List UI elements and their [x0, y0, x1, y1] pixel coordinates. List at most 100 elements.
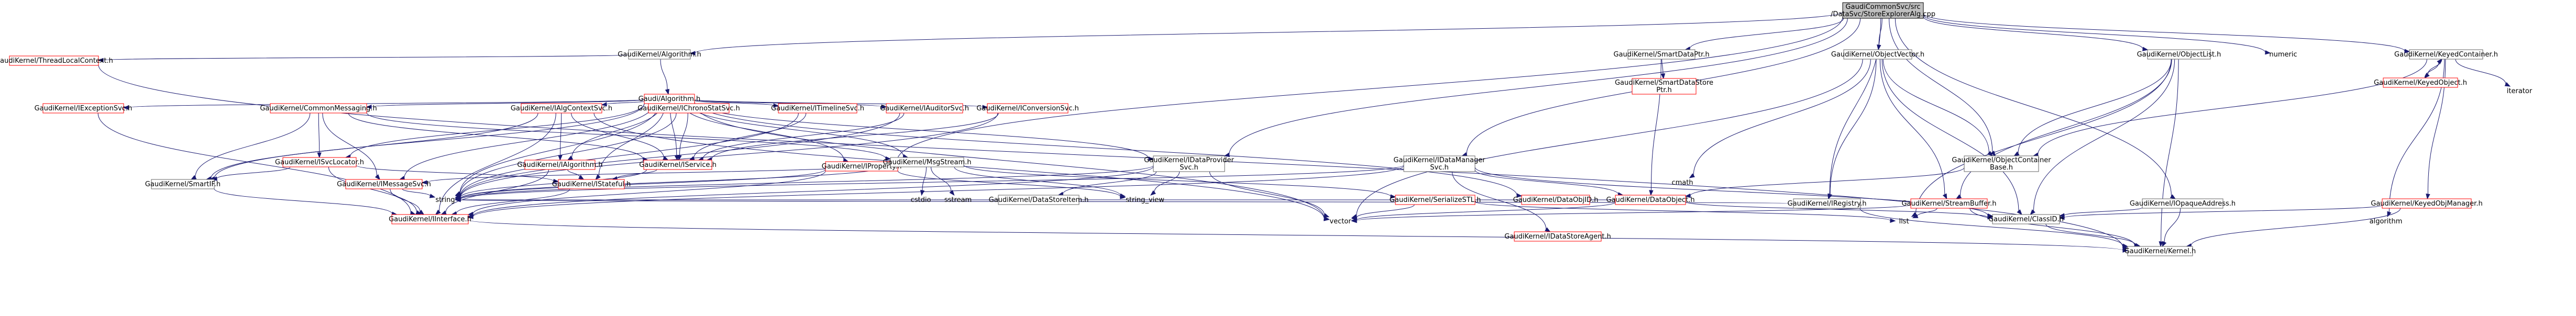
node-label: GaudiKernel/ITimelineSvc.h — [771, 105, 864, 112]
node-label: GaudiKernel/ThreadLocalContext.h — [0, 57, 113, 65]
node-objectvector-h[interactable]: GaudiKernel/ObjectVector.h — [1831, 49, 1924, 60]
edge-iconversionsvc_h-to-iservice_h — [706, 112, 999, 162]
node-iinterface-h[interactable]: GaudiKernel/IInterface.h — [389, 214, 471, 224]
edge-imessagesvc_h-to-string — [402, 188, 436, 198]
node-iexceptionsvc-h[interactable]: GaudiKernel/IExceptionSvc.h — [35, 103, 133, 114]
node-imessagesvc-h[interactable]: GaudiKernel/IMessageSvc.h — [337, 179, 431, 189]
node-classid-h[interactable]: GaudiKernel/ClassID.h — [1988, 214, 2064, 224]
edge-objectvector_h-to-objectcontainerbase_h — [1883, 59, 1994, 156]
node-label: Svc.h — [1180, 164, 1198, 172]
node-label: GaudiKernel/ObjectContainer — [1952, 156, 2051, 164]
edge-keyedcontainer_h-to-iterator — [2455, 59, 2511, 87]
edge-iproperty_h-to-string — [455, 169, 826, 201]
node-label: GaudiKernel/DataObjID.h — [1513, 196, 1599, 204]
node-keyedobject-h[interactable]: GaudiKernel/KeyedObject.h — [2374, 77, 2467, 88]
node-label: list — [1899, 218, 1909, 225]
node-label: GaudiKernel/IStateful.h — [552, 180, 631, 188]
node-label: GaudiKernel/SmartDataPtr.h — [1613, 51, 1709, 59]
node-label: GaudiKernel/Kernel.h — [2124, 247, 2196, 255]
edge-commonmessaging_h-to-msgstream_h — [366, 112, 891, 161]
node-idatastoreagent-h[interactable]: GaudiKernel/IDataStoreAgent.h — [1504, 231, 1611, 242]
node-iconversionsvc-h[interactable]: GaudiKernel/IConversionSvc.h — [976, 103, 1079, 114]
node-label: GaudiKernel/ObjectList.h — [2137, 51, 2221, 59]
node-label: GaudiKernel/KeyedObject.h — [2374, 79, 2467, 87]
edge-commonmessaging_h-to-isvclocator_h — [317, 112, 322, 159]
node-msgstream-h[interactable]: GaudiKernel/MsgStream.h — [883, 157, 972, 167]
edge-iproperty_h-to-string_view — [897, 170, 1126, 199]
edge-objectlist_h-to-classid_h — [2030, 59, 2175, 216]
node-streambuffer-h[interactable]: GaudiKernel/StreamBuffer.h — [1901, 198, 1997, 209]
node-iservice-h[interactable]: GaudiKernel/IService.h — [639, 160, 717, 170]
node-label: GaudiKernel/ObjectVector.h — [1831, 51, 1924, 59]
node-objectlist-h[interactable]: GaudiKernel/ObjectList.h — [2137, 49, 2221, 60]
node-galgorithm-h[interactable]: Gaudi/Algorithm.h — [639, 94, 701, 104]
node-label: GaudiKernel/IDataManager — [1393, 156, 1485, 164]
nodes-layer: GaudiCommonSvc/src/DataSvc/StoreExplorer… — [0, 2, 2533, 256]
node-istateful-h[interactable]: GaudiKernel/IStateful.h — [552, 179, 631, 189]
node-dataobjid-h[interactable]: GaudiKernel/DataObjID.h — [1513, 195, 1599, 205]
node-label: string — [435, 196, 455, 204]
node-idatastoreitem-h[interactable]: GaudiKernel/DataStoreItem.h — [989, 195, 1089, 205]
node-serializestl-h[interactable]: GaudiKernel/SerializeSTL.h — [1390, 195, 1481, 205]
node-label: cmath — [1671, 179, 1693, 187]
node-string: string — [435, 196, 455, 204]
node-iauditorsvc-h[interactable]: GaudiKernel/IAuditorSvc.h — [880, 103, 969, 114]
node-smartif-h[interactable]: GaudiKernel/SmartIF.h — [145, 179, 221, 189]
node-threadlocalcontext-h[interactable]: GaudiKernel/ThreadLocalContext.h — [0, 55, 113, 66]
node-label: GaudiKernel/IMessageSvc.h — [337, 180, 431, 188]
node-ialgorithm-h[interactable]: GaudiKernel/IAlgorithm.h — [517, 160, 603, 170]
edge-msgstream_h-to-string_view — [954, 166, 1126, 198]
edge-galgorithm_h-to-itimelinesvc_h — [694, 100, 779, 108]
node-ichronostatsvc-h[interactable]: GaudiKernel/IChronoStatSvc.h — [637, 103, 740, 114]
edge-streambuffer_h-to-vector — [1351, 204, 1911, 223]
edge-iregistry_h-to-string — [455, 197, 1794, 204]
node-label: GaudiKernel/SerializeSTL.h — [1390, 196, 1481, 204]
node-label: GaudiKernel/Algorithm.h — [618, 51, 701, 59]
edge-ialgorithm_h-to-istateful_h — [567, 169, 585, 180]
edge-root-to-numeric — [1923, 15, 2271, 55]
node-label: GaudiKernel/IInterface.h — [389, 216, 471, 223]
node-cmath: cmath — [1671, 179, 1693, 187]
node-commonmessaging-h[interactable]: GaudiKernel/CommonMessaging.h — [260, 103, 377, 114]
edge-root-to-algorithm_h — [689, 12, 1843, 55]
node-keyedcontainer-h[interactable]: GaudiKernel/KeyedContainer.h — [2394, 49, 2498, 60]
edge-iopaqueaddress_h-to-classid_h — [2058, 207, 2143, 218]
edge-iregistry_h-to-kernel_h — [1859, 208, 2129, 248]
node-algorithm-h[interactable]: GaudiKernel/Algorithm.h — [618, 49, 701, 60]
node-iopaqueaddress-h[interactable]: GaudiKernel/IOpaqueAddress.h — [2130, 198, 2236, 209]
edge-isvclocator_h-to-iinterface_h — [328, 166, 422, 215]
node-vector: vector — [1329, 218, 1351, 225]
node-label: GaudiCommonSvc/src — [1845, 3, 1920, 11]
node-smartdataptr-h[interactable]: GaudiKernel/SmartDataPtr.h — [1613, 49, 1710, 60]
node-itimelinesvc-h[interactable]: GaudiKernel/ITimelineSvc.h — [771, 103, 864, 114]
node-keyedobjmanager-h[interactable]: GaudiKernel/KeyedObjManager.h — [2371, 198, 2483, 209]
node-kernel-h[interactable]: GaudiKernel/Kernel.h — [2124, 246, 2196, 256]
node-sstream: sstream — [944, 196, 972, 204]
edge-commonmessaging_h-to-smartif_h — [190, 112, 311, 180]
edge-msgstream_h-to-serializestl_h — [963, 164, 1396, 199]
node-ialgcontextsvc-h[interactable]: GaudiKernel/IAlgContextSvc.h — [511, 103, 612, 114]
node-label: GaudiKernel/IRegistry.h — [1788, 200, 1867, 208]
edge-root-to-keyedcontainer_h — [1923, 13, 2410, 53]
edge-smartdataptr_h-to-smartdatastoreptr_h — [1660, 59, 1666, 80]
edge-ichronostatsvc_h-to-iservice_h — [677, 112, 688, 161]
edge-algorithm_h-to-galgorithm_h — [660, 59, 670, 95]
edge-idatamanagersvc_h-to-classid_h — [1474, 167, 1994, 218]
edge-msgstream_h-to-sstream — [930, 166, 955, 196]
node-label: GaudiKernel/IAlgorithm.h — [517, 161, 602, 169]
edge-keyedcontainer_h-to-objectcontainerbase_h — [2032, 59, 2427, 157]
node-iproperty-h[interactable]: GaudiKernel/IProperty.h — [822, 161, 902, 172]
node-iregistry-h[interactable]: GaudiKernel/IRegistry.h — [1788, 198, 1867, 209]
node-cstdio: cstdio — [911, 196, 931, 204]
node-isvclocator-h[interactable]: GaudiKernel/ISvcLocator.h — [275, 157, 364, 167]
node-dataobject-h[interactable]: GaudiKernel/DataObject.h — [1606, 195, 1695, 205]
node-label: cstdio — [911, 196, 931, 204]
edge-idatamanagersvc_h-to-dataobject_h — [1474, 170, 1624, 197]
node-label: numeric — [2269, 51, 2297, 59]
edge-objectlist_h-to-objectcontainerbase_h — [2013, 59, 2172, 156]
edge-imessagesvc_h-to-iinterface_h — [390, 188, 425, 215]
